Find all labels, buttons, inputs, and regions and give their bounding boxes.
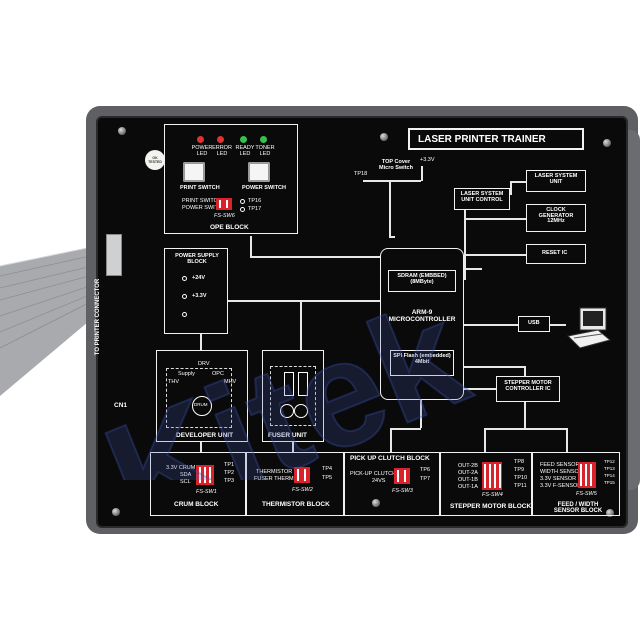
- fuser-caption: FUSER UNIT: [268, 433, 307, 440]
- dip-name: FS-SW2: [292, 488, 313, 494]
- rail-indicator: [182, 276, 187, 281]
- rail-label: +3.3V: [192, 294, 207, 300]
- panel-title: LASER PRINTER TRAINER: [418, 135, 546, 145]
- tested-sticker-text: OK TESTED: [146, 157, 164, 164]
- dip-switch-sw1[interactable]: [196, 465, 214, 485]
- crum-line: SCL: [180, 480, 191, 486]
- tp-label: TP11: [514, 484, 527, 490]
- crum-line: 3.3V CRUM: [166, 466, 195, 472]
- dip-name: FS-SW1: [196, 490, 217, 496]
- stepper-line: OUT-2A: [458, 471, 478, 477]
- tp-label: TP2: [224, 471, 234, 477]
- connector-side-label: TO PRINTER CONNECTOR: [95, 279, 101, 355]
- test-point[interactable]: [240, 199, 245, 204]
- dip-name: FS-SW6: [214, 214, 235, 220]
- dip-switch-sw2[interactable]: [294, 467, 310, 483]
- usb-label: USB: [528, 321, 540, 327]
- feed-line: 3.3V F-SENSOR: [540, 484, 581, 490]
- tp-label: TP9: [514, 468, 524, 474]
- developer-label: DRV: [198, 362, 210, 368]
- tp-label: TP15: [604, 481, 615, 486]
- dip-switch-sw3[interactable]: [394, 468, 410, 484]
- test-point[interactable]: [240, 207, 245, 212]
- print-switch-label: PRINT SWITCH: [180, 186, 220, 192]
- feed-caption: FEED / WIDTH SENSOR BLOCK: [546, 502, 610, 514]
- dip-name: FS-SW5: [576, 492, 597, 498]
- feed-line: WIDTH SENSOR: [540, 470, 583, 476]
- tp-label: TP6: [420, 468, 430, 474]
- dip-name: FS-SW3: [392, 489, 413, 495]
- power-switch[interactable]: [248, 162, 270, 182]
- clock-label: CLOCK GENERATOR 12MHz: [532, 208, 580, 225]
- feed-line: FEED SENSOR: [540, 463, 579, 469]
- thermostat-icon: [298, 372, 308, 396]
- crum-line: SDA: [180, 473, 191, 479]
- tp-label: TP10: [514, 476, 527, 482]
- tp-label: TP5: [322, 476, 332, 482]
- pickup-line: PICK-UP CLUTCH: [350, 472, 396, 478]
- tp-label: TP3: [224, 479, 234, 485]
- top-cover-tp: TP18: [354, 172, 367, 178]
- printer-connector: [106, 234, 122, 276]
- laptop-icon: [566, 306, 612, 350]
- tp-label: TP17: [248, 207, 261, 213]
- error-led: [217, 136, 224, 143]
- thermistor-line: FUSER THERM: [254, 477, 294, 483]
- developer-caption: DEVELOPER UNIT: [176, 433, 233, 440]
- dip-switch-sw4[interactable]: [482, 462, 502, 490]
- power-led: [197, 136, 204, 143]
- top-cover-label: TOP Cover Micro Switch: [376, 160, 416, 171]
- stepper-ic-label: STEPPER MOTOR CONTROLLER IC: [498, 381, 558, 392]
- dip-switch-sw5[interactable]: [578, 462, 596, 488]
- spi-label: SPI Flash (embedded) 4Mbit: [392, 354, 452, 365]
- toner-led: [260, 136, 267, 143]
- tp-label: TP14: [604, 474, 615, 479]
- mcu-label: ARM-9 MICROCONTROLLER: [384, 310, 460, 323]
- power-supply-caption: POWER SUPPLY BLOCK: [168, 254, 226, 265]
- pickup-caption: PICK UP CLUTCH BLOCK: [350, 456, 430, 463]
- thermistor-icon: [284, 372, 294, 396]
- feed-line: 3.3V SENSOR: [540, 477, 576, 483]
- reset-label: RESET IC: [542, 251, 567, 257]
- ope-block-caption: OPE BLOCK: [210, 225, 249, 232]
- rail-indicator: [182, 294, 187, 299]
- screw: [112, 508, 120, 516]
- tp-label: TP1: [224, 463, 234, 469]
- tp-label: TP12: [604, 460, 615, 465]
- screw: [118, 127, 126, 135]
- fuser-roller-icon: [280, 404, 294, 418]
- ready-led: [240, 136, 247, 143]
- tp-label: TP7: [420, 477, 430, 483]
- dip-name: FS-SW4: [482, 493, 503, 499]
- dip-switch-sw6[interactable]: [216, 198, 232, 210]
- laser-control-label: LASER SYSTEM UNIT CONTROL: [458, 192, 506, 203]
- stepper-line: OUT-2B: [458, 464, 478, 470]
- screw: [380, 133, 388, 141]
- laser-unit-label: LASER SYSTEM UNIT: [530, 174, 582, 185]
- sdram-label: SDRAM (EMBBED) (8MByte): [390, 274, 454, 285]
- connector-label: CN1: [114, 403, 127, 410]
- tp-label: TP4: [322, 467, 332, 473]
- tp-label: TP16: [248, 199, 261, 205]
- crum-caption: CRUM BLOCK: [174, 502, 218, 509]
- top-cover-voltage: +3.3V: [420, 158, 435, 164]
- ground-indicator: [182, 312, 187, 317]
- thermistor-line: THERMISTOR: [256, 470, 292, 476]
- stepper-caption: STEPPER MOTOR BLOCK: [450, 504, 531, 511]
- stepper-line: OUT-1A: [458, 485, 478, 491]
- thermistor-caption: THERMISTOR BLOCK: [262, 502, 330, 509]
- led-label: TONER LED: [253, 146, 277, 157]
- stepper-line: OUT-1B: [458, 478, 478, 484]
- led-label: ERROR LED: [210, 146, 234, 157]
- pickup-line: 24VS: [372, 479, 385, 485]
- developer-dashed: [166, 368, 232, 428]
- power-switch-label: POWER SWITCH: [242, 186, 286, 192]
- rail-label: +24V: [192, 276, 205, 282]
- print-switch[interactable]: [183, 162, 205, 182]
- tp-label: TP8: [514, 460, 524, 466]
- screw: [603, 139, 611, 147]
- tp-label: TP13: [604, 467, 615, 472]
- fuser-roller-icon: [294, 404, 308, 418]
